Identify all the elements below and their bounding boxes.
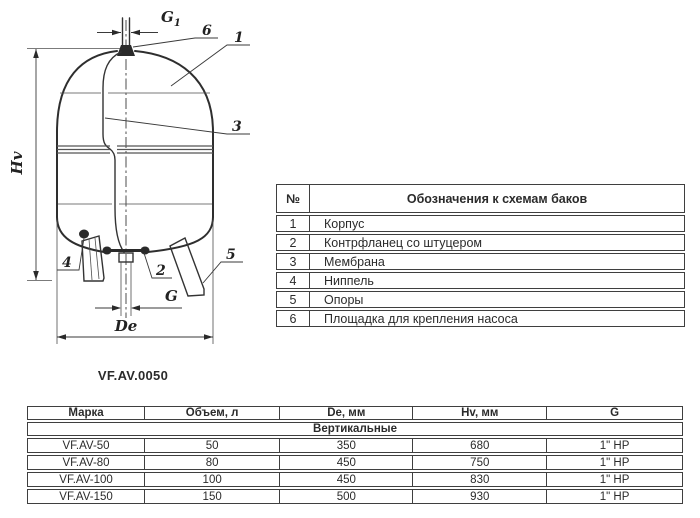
spec-cell-marka: VF.AV-150	[27, 489, 146, 504]
callout-leader-1	[170, 44, 250, 87]
left-leg-detail	[88, 238, 93, 281]
legend-header-num: №	[276, 184, 310, 213]
spec-cell-de: 500	[280, 489, 414, 504]
arrowhead	[131, 29, 140, 36]
spec-row: VF.AV-100 100 450 830 1" НР	[27, 472, 683, 487]
spec-row: VF.AV-80 80 450 750 1" НР	[27, 455, 683, 470]
callout-leader-2	[143, 252, 172, 279]
spec-cell-hv: 930	[413, 489, 548, 504]
flange-bolt	[102, 246, 112, 255]
spec-cell-g: 1" НР	[547, 455, 683, 470]
dim-label-g: G	[165, 287, 178, 305]
dim-label-hv: Hv	[8, 151, 26, 175]
left-leg-detail	[94, 237, 100, 280]
legend-row-desc: Контрфланец со штуцером	[310, 234, 685, 251]
arrowhead	[204, 334, 213, 340]
spec-header-de: De, мм	[280, 406, 414, 420]
tank-shell-left	[56, 50, 118, 218]
dim-label-de: De	[114, 317, 138, 335]
callout-leader-6	[132, 37, 218, 48]
arrowhead	[33, 49, 39, 58]
spec-cell-de: 350	[280, 438, 414, 453]
legend-header-desc: Обозначения к схемам баков	[310, 184, 685, 213]
flange-bolt	[140, 246, 150, 255]
callout-leader-3	[104, 117, 250, 135]
spec-cell-de: 450	[280, 472, 414, 487]
spec-header-row: Марка Объем, л De, мм Hv, мм G	[27, 406, 683, 420]
spec-cell-g: 1" НР	[547, 489, 683, 504]
legend-header-row: № Обозначения к схемам баков	[276, 184, 685, 213]
legend-row-num: 4	[276, 272, 310, 289]
tank-shell-right	[134, 50, 214, 218]
spec-row: VF.AV-50 50 350 680 1" НР	[27, 438, 683, 453]
legend-row-desc: Корпус	[310, 215, 685, 232]
spec-group-row: Вертикальные	[27, 422, 683, 436]
right-leg	[169, 237, 205, 297]
spec-cell-hv: 750	[413, 455, 548, 470]
legend-row-desc: Опоры	[310, 291, 685, 308]
spec-cell-g: 1" НР	[547, 438, 683, 453]
spec-cell-volume: 80	[145, 455, 281, 470]
spec-header-g: G	[547, 406, 683, 420]
callout-6: 6	[202, 23, 212, 39]
spec-cell-hv: 830	[413, 472, 548, 487]
g1-main: G	[161, 8, 174, 26]
arrowhead	[112, 305, 121, 311]
callout-3: 3	[232, 119, 242, 135]
spec-table: Марка Объем, л De, мм Hv, мм G Вертикаль…	[27, 404, 683, 506]
callout-2: 2	[155, 263, 166, 279]
legend-row: 2 Контрфланец со штуцером	[276, 234, 685, 251]
spec-cell-volume: 150	[145, 489, 281, 504]
dim-label-g1: G1	[161, 8, 181, 29]
spec-cell-hv: 680	[413, 438, 548, 453]
arrowhead	[33, 271, 39, 280]
flange-nozzle	[118, 252, 134, 263]
legend-row-desc: Мембрана	[310, 253, 685, 270]
pump-mount-pad	[117, 45, 135, 56]
model-code: VF.AV.0050	[97, 368, 169, 383]
spec-header-volume: Объем, л	[145, 406, 281, 420]
membrane-line	[102, 51, 125, 253]
spec-cell-g: 1" НР	[547, 472, 683, 487]
legend-row-desc: Площадка для крепления насоса	[310, 310, 685, 327]
spec-cell-marka: VF.AV-50	[27, 438, 146, 453]
legend-row-desc: Ниппель	[310, 272, 685, 289]
legend-row-num: 1	[276, 215, 310, 232]
legend-row-num: 3	[276, 253, 310, 270]
legend-row: 6 Площадка для крепления насоса	[276, 310, 685, 327]
callout-4: 4	[62, 255, 72, 271]
arrowhead	[57, 334, 66, 340]
nipple	[79, 229, 89, 239]
spec-cell-volume: 50	[145, 438, 281, 453]
spec-cell-marka: VF.AV-100	[27, 472, 146, 487]
arrowhead	[112, 29, 121, 36]
callout-5: 5	[226, 247, 236, 263]
spec-header-hv: Hv, мм	[413, 406, 548, 420]
tank-schematic-drawing: Hv G1 G De 6 1 3 4 2 5	[8, 8, 250, 344]
arrowhead	[131, 305, 140, 311]
legend-row: 3 Мембрана	[276, 253, 685, 270]
spec-header-marka: Марка	[27, 406, 146, 420]
callout-1: 1	[234, 30, 244, 46]
tank-bottom-right	[147, 216, 214, 253]
legend-row-num: 2	[276, 234, 310, 251]
legend-row-num: 5	[276, 291, 310, 308]
spec-cell-marka: VF.AV-80	[27, 455, 146, 470]
callout-leader-4	[57, 237, 85, 271]
legend-row: 1 Корпус	[276, 215, 685, 232]
legend-table: № Обозначения к схемам баков 1 Корпус 2 …	[276, 182, 685, 329]
spec-group-label: Вертикальные	[27, 422, 683, 436]
legend-row: 4 Ниппель	[276, 272, 685, 289]
left-leg	[81, 235, 105, 282]
spec-row: VF.AV-150 150 500 930 1" НР	[27, 489, 683, 504]
legend-row: 5 Опоры	[276, 291, 685, 308]
callout-leader-5	[202, 261, 243, 284]
g1-subscript: 1	[174, 18, 181, 29]
spec-cell-volume: 100	[145, 472, 281, 487]
legend-row-num: 6	[276, 310, 310, 327]
spec-cell-de: 450	[280, 455, 414, 470]
